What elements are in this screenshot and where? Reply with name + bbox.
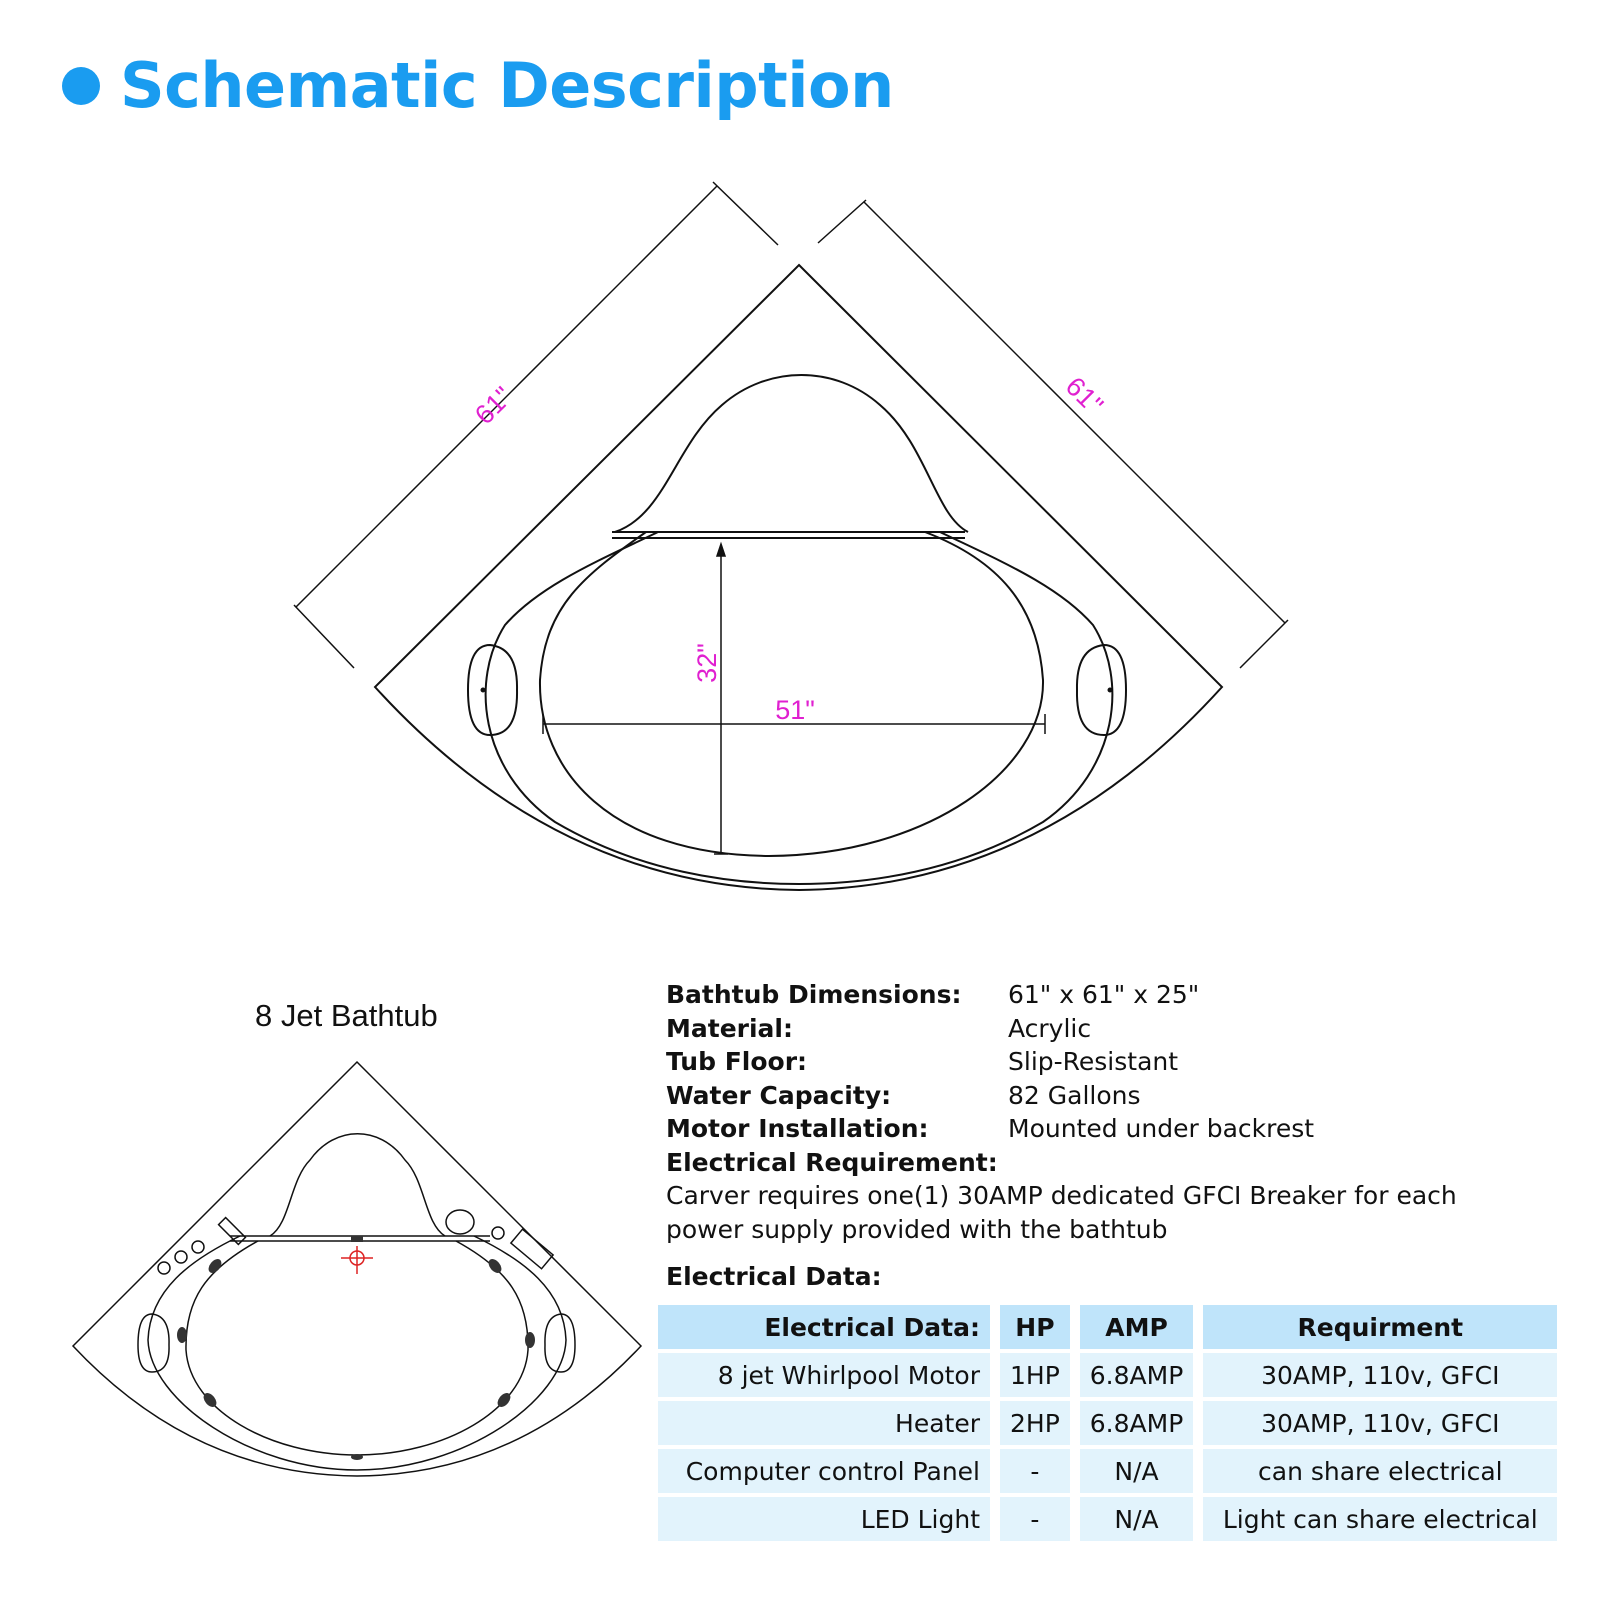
table-cell: 8 jet Whirlpool Motor bbox=[658, 1353, 990, 1397]
spec-value: 82 Gallons bbox=[1008, 1080, 1141, 1110]
spec-label: Tub Floor: bbox=[666, 1047, 808, 1076]
table-cell: Heater bbox=[658, 1401, 990, 1445]
small-jet-icon bbox=[157, 1261, 171, 1275]
tub-outline bbox=[373, 263, 1224, 892]
electrical-data-table: Electrical Data: HP AMP Requirment 8 jet… bbox=[648, 1301, 1567, 1545]
small-control-panel bbox=[509, 1228, 555, 1270]
electrical-requirement-text: Carver requires one(1) 30AMP dedicated G… bbox=[666, 1181, 1457, 1244]
table-cell: 6.8AMP bbox=[1079, 1401, 1194, 1445]
page-header: Schematic Description bbox=[62, 48, 894, 124]
small-jets bbox=[177, 1236, 535, 1460]
table-row: Computer control Panel - N/A can share e… bbox=[658, 1449, 1558, 1493]
table-cell: 1HP bbox=[1000, 1353, 1070, 1397]
tub-basin bbox=[538, 531, 1045, 858]
spec-value: Slip-Resistant bbox=[1008, 1047, 1179, 1076]
jet-icon bbox=[497, 1393, 511, 1407]
spec-row: Material: Acrylic bbox=[666, 1012, 1546, 1046]
tub-inner-rim bbox=[484, 531, 1114, 886]
spec-label: Motor Installation: bbox=[666, 1114, 929, 1143]
small-diagram-title: 8 Jet Bathtub bbox=[255, 998, 438, 1033]
page-title: Schematic Description bbox=[120, 49, 894, 122]
left-dimension-line bbox=[295, 185, 718, 608]
right-dimension-label: 61" bbox=[1060, 371, 1109, 420]
small-tub-backrest bbox=[269, 1133, 446, 1237]
spec-row: Motor Installation: Mounted under backre… bbox=[666, 1112, 1546, 1146]
jet-icon bbox=[525, 1332, 535, 1348]
small-left-armrest bbox=[137, 1313, 170, 1373]
spec-value: 61" x 61" x 25" bbox=[1008, 980, 1200, 1009]
width-dimension-label: 51" bbox=[775, 695, 815, 725]
small-jet-icon bbox=[191, 1240, 205, 1254]
small-jet-icon bbox=[174, 1250, 188, 1264]
jet-icon bbox=[488, 1259, 502, 1273]
table-cell: - bbox=[1000, 1497, 1070, 1541]
column-header: AMP bbox=[1079, 1305, 1194, 1349]
small-valve-icon bbox=[445, 1209, 475, 1235]
right-dimension-line bbox=[863, 201, 1286, 624]
table-cell: 30AMP, 110v, GFCI bbox=[1203, 1353, 1558, 1397]
table-cell: Light can share electrical bbox=[1203, 1497, 1558, 1541]
left-armrest bbox=[466, 643, 519, 737]
small-jet-icon bbox=[491, 1226, 505, 1240]
right-armrest-dot bbox=[1107, 687, 1113, 693]
column-header: Requirment bbox=[1203, 1305, 1558, 1349]
electrical-requirement-label: Electrical Requirement: bbox=[666, 1147, 998, 1177]
spec-value: Mounted under backrest bbox=[1008, 1114, 1315, 1143]
spec-label: Material: bbox=[666, 1013, 793, 1043]
table-header-row: Electrical Data: HP AMP Requirment bbox=[658, 1305, 1558, 1349]
spec-row: Water Capacity: 82 Gallons bbox=[666, 1079, 1546, 1113]
table-cell: can share electrical bbox=[1203, 1449, 1558, 1493]
column-header: Electrical Data: bbox=[658, 1305, 990, 1349]
jet-icon bbox=[203, 1393, 217, 1407]
jet-icon bbox=[177, 1327, 187, 1343]
spec-row: Tub Floor: Slip-Resistant bbox=[666, 1045, 1546, 1079]
table-row: Heater 2HP 6.8AMP 30AMP, 110v, GFCI bbox=[658, 1401, 1558, 1445]
small-spout bbox=[217, 1216, 247, 1246]
table-cell: 2HP bbox=[1000, 1401, 1070, 1445]
depth-dimension-label: 32" bbox=[692, 643, 722, 683]
jet-icon bbox=[351, 1454, 363, 1460]
jet-icon bbox=[208, 1259, 222, 1273]
small-tub-inner-rim bbox=[147, 1235, 567, 1471]
large-bathtub-diagram bbox=[373, 263, 1224, 892]
jet-icon bbox=[351, 1236, 363, 1242]
spec-value: Acrylic bbox=[1008, 1013, 1092, 1043]
column-header: HP bbox=[1000, 1305, 1070, 1349]
table-cell: N/A bbox=[1079, 1497, 1194, 1541]
dimension-lines bbox=[293, 181, 1289, 855]
right-armrest bbox=[1075, 643, 1128, 737]
tub-backrest bbox=[614, 374, 969, 533]
table-cell: N/A bbox=[1079, 1449, 1194, 1493]
table-row: LED Light - N/A Light can share electric… bbox=[658, 1497, 1558, 1541]
table-cell: LED Light bbox=[658, 1497, 990, 1541]
table-row: 8 jet Whirlpool Motor 1HP 6.8AMP 30AMP, … bbox=[658, 1353, 1558, 1397]
table-cell: 30AMP, 110v, GFCI bbox=[1203, 1401, 1558, 1445]
electrical-data-heading: Electrical Data: bbox=[666, 1262, 882, 1291]
spec-label: Water Capacity: bbox=[666, 1080, 892, 1110]
table-cell: 6.8AMP bbox=[1079, 1353, 1194, 1397]
left-dimension-label: 61" bbox=[469, 381, 518, 430]
spec-row: Bathtub Dimensions: 61" x 61" x 25" bbox=[666, 978, 1546, 1012]
table-cell: - bbox=[1000, 1449, 1070, 1493]
small-right-armrest bbox=[544, 1313, 576, 1373]
dimension-labels: 61" 61" 32" 51" bbox=[469, 371, 1109, 725]
small-bathtub-diagram bbox=[71, 1060, 643, 1477]
left-armrest-dot bbox=[480, 687, 486, 693]
table-cell: Computer control Panel bbox=[658, 1449, 990, 1493]
spec-label: Bathtub Dimensions: bbox=[666, 980, 962, 1009]
small-tub-outline bbox=[71, 1060, 643, 1477]
bullet-icon bbox=[62, 67, 100, 105]
specs-list: Bathtub Dimensions: 61" x 61" x 25" Mate… bbox=[666, 978, 1546, 1246]
